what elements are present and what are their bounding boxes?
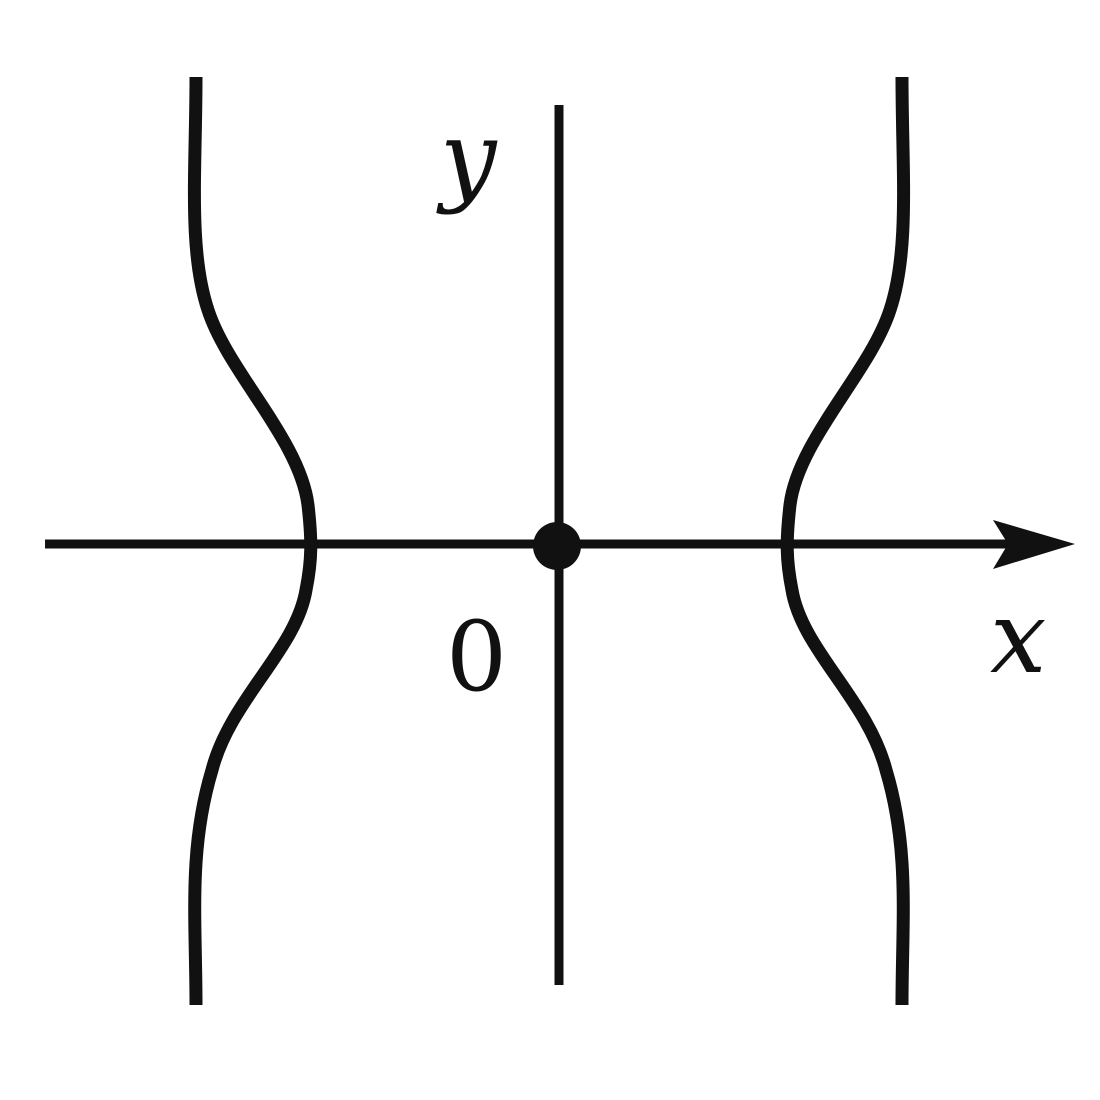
right-curve: [780, 76, 911, 1006]
y-axis-label: y: [436, 99, 498, 216]
left-curve: [187, 76, 318, 1006]
origin-label: 0: [446, 601, 507, 713]
x-axis-label: x: [990, 579, 1046, 696]
x-axis-arrowhead: [993, 520, 1075, 569]
origin-point: [533, 522, 581, 570]
